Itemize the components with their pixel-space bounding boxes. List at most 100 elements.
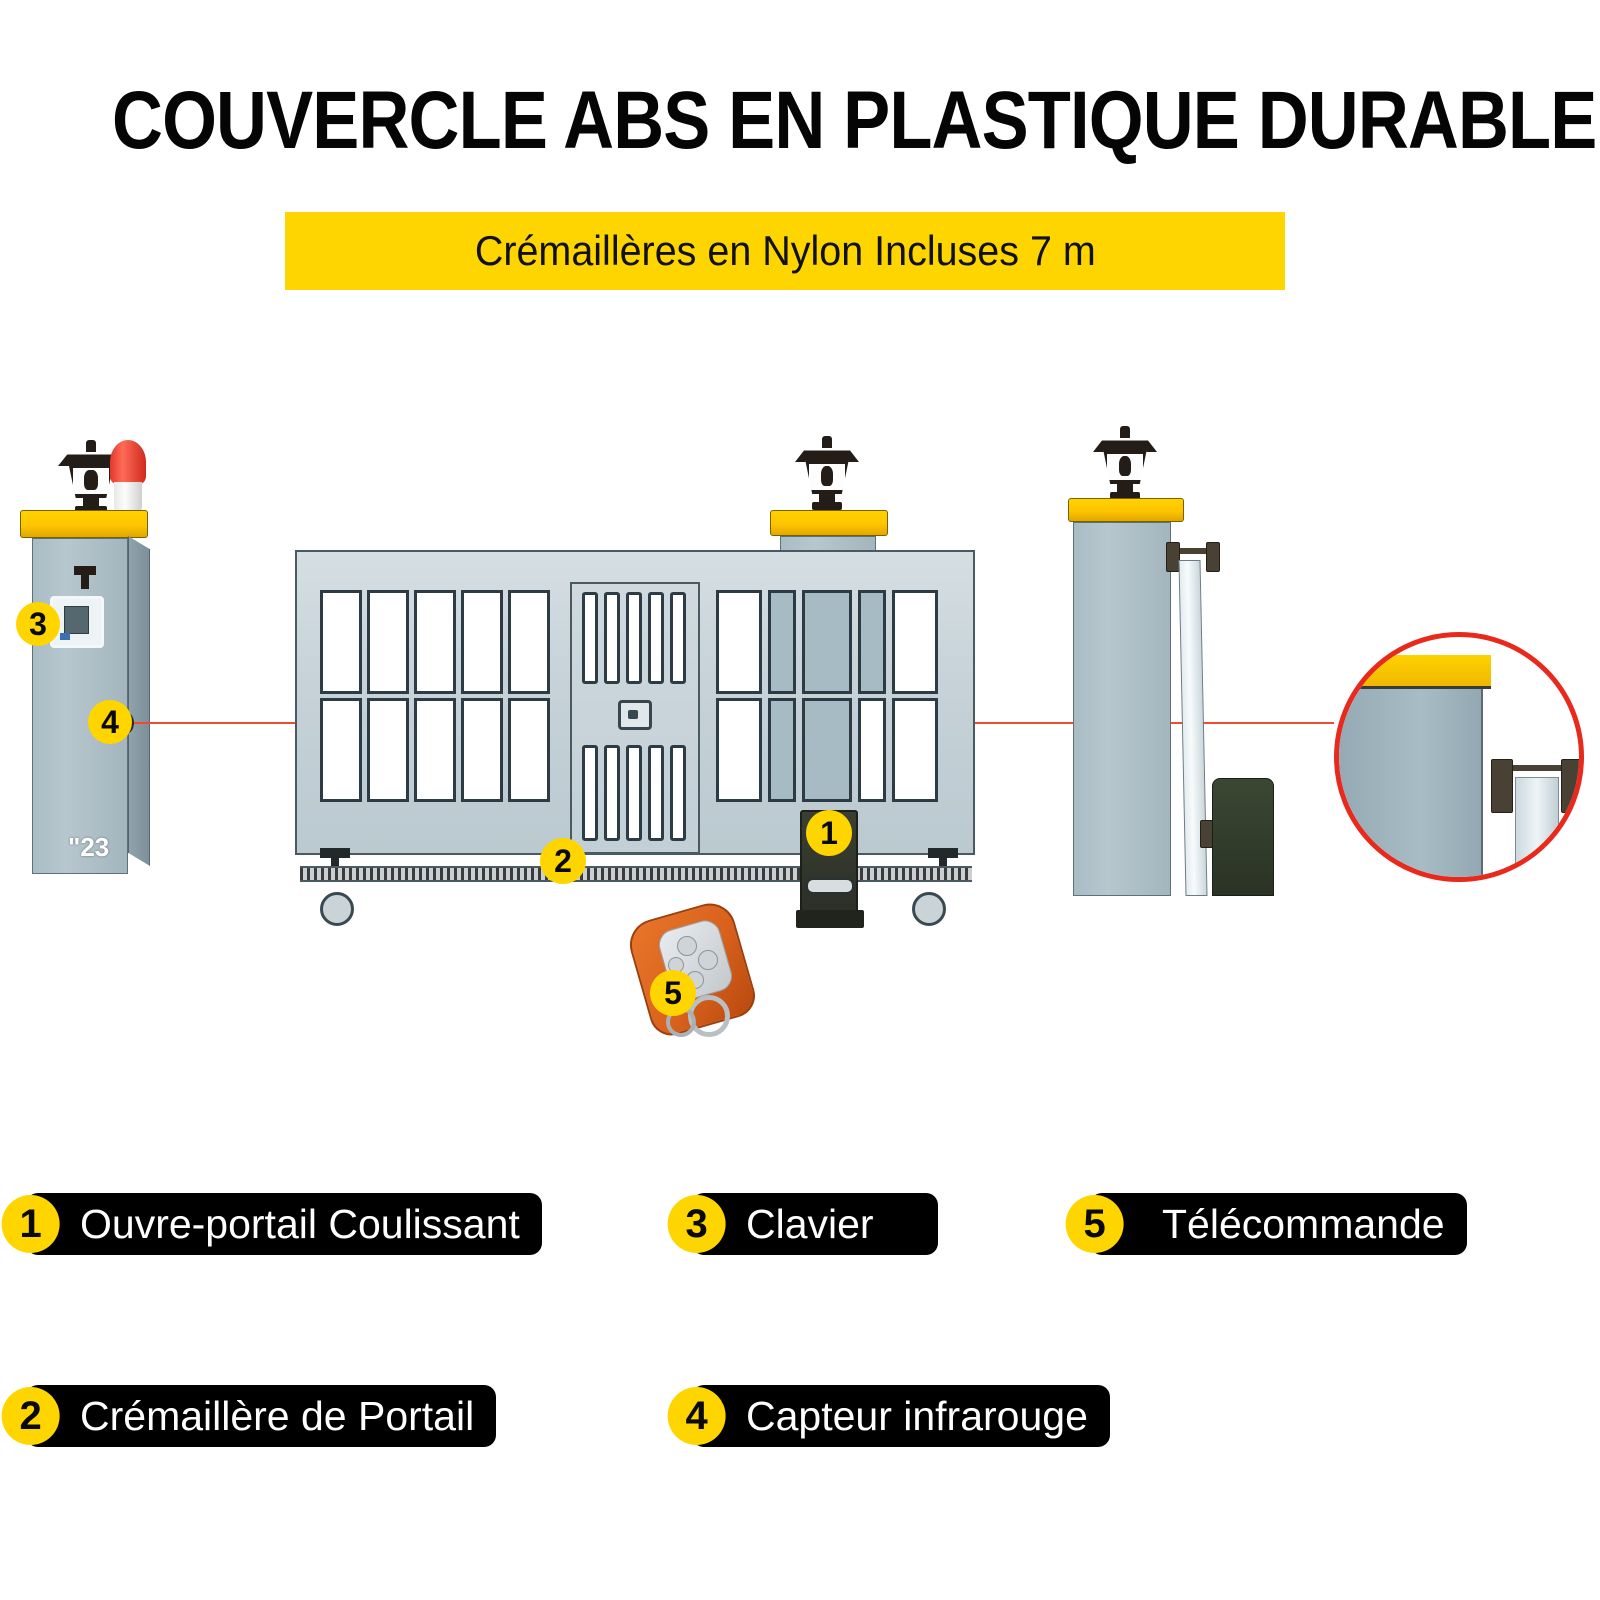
callout-badge-1-number: 1 — [820, 814, 838, 851]
rail-bracket-bar — [1170, 548, 1218, 554]
legend-badge-5: 5 — [1065, 1195, 1124, 1253]
gate-window — [858, 698, 886, 802]
remote-button[interactable] — [676, 935, 697, 956]
page-title: COUVERCLE ABS EN PLASTIQUE DURABLE — [112, 75, 1597, 166]
detail-rail — [1515, 777, 1559, 877]
gate-window — [802, 698, 852, 802]
gate-window — [508, 590, 550, 694]
gate-lock — [618, 700, 652, 730]
gate-window — [367, 698, 409, 802]
legend-item-4: 4 Capteur infrarouge — [667, 1385, 1110, 1447]
pillar-cap-left — [20, 510, 148, 538]
legend-pill-2: 2 Crémaillère de Portail — [1, 1385, 497, 1447]
gate-window — [367, 590, 409, 694]
product-diagram: "23 3 4 — [0, 400, 1600, 1100]
subtitle-banner: Crémaillères en Nylon Incluses 7 m — [285, 212, 1285, 290]
legend-label-3: Clavier — [746, 1200, 874, 1247]
gate-slat — [648, 592, 664, 684]
legend-badge-2-number: 2 — [19, 1393, 42, 1438]
gate-window — [414, 590, 456, 694]
gate-wheel — [320, 892, 354, 926]
legend-badge-1-number: 1 — [19, 1201, 42, 1246]
legend-badge-4: 4 — [667, 1387, 726, 1445]
callout-badge-5: 5 — [650, 970, 696, 1016]
gate-pillar-lamp-icon — [795, 432, 859, 514]
legend-label-5: Télécommande — [1162, 1200, 1445, 1247]
detail-cap — [1345, 655, 1491, 689]
gate-window — [508, 698, 550, 802]
gate-window — [892, 698, 938, 802]
pillar-side-left — [128, 536, 150, 866]
legend-badge-2: 2 — [1, 1387, 60, 1445]
gate-slat — [626, 592, 642, 684]
alarm-beacon-icon — [110, 440, 146, 516]
cap-detail-zoom — [1334, 632, 1584, 882]
detail-bracket — [1491, 759, 1513, 813]
legend-pill-3: 3 Clavier — [667, 1193, 938, 1255]
gate-window — [716, 590, 762, 694]
callout-badge-1: 1 — [806, 810, 852, 856]
rail-bracket — [1206, 542, 1220, 572]
gate-window — [461, 590, 503, 694]
gate-window — [768, 698, 796, 802]
gate-slat — [604, 745, 620, 841]
legend-badge-3-number: 3 — [685, 1201, 708, 1246]
callout-badge-2: 2 — [540, 838, 586, 884]
rack-bracket — [928, 848, 958, 867]
gate-rack — [300, 866, 972, 882]
rail-pillar-lamp-icon — [1093, 422, 1157, 504]
legend-label-4: Capteur infrarouge — [746, 1392, 1088, 1439]
gate-slat — [670, 745, 686, 841]
rail-bracket — [1166, 542, 1180, 572]
legend-label-1: Ouvre-portail Coulissant — [80, 1200, 520, 1247]
gate-slat — [582, 592, 598, 684]
gate-slat — [670, 592, 686, 684]
legend-item-5: 5 Télécommande — [1065, 1193, 1467, 1255]
legend-label-2: Crémaillère de Portail — [80, 1392, 475, 1439]
legend-badge-5-number: 5 — [1083, 1201, 1106, 1246]
pillar-fitting-icon — [74, 566, 96, 575]
callout-badge-5-number: 5 — [664, 974, 682, 1011]
remote-control — [623, 897, 761, 1041]
pillar-cap-center — [770, 510, 888, 536]
gate-slat — [582, 745, 598, 841]
gate-slat — [626, 745, 642, 841]
gate-slat — [648, 745, 664, 841]
callout-badge-3: 3 — [16, 602, 60, 646]
pillar-fitting-stem — [81, 575, 89, 589]
gate-wheel — [912, 892, 946, 926]
pillar-cap-right — [1068, 498, 1184, 522]
gate-window — [716, 698, 762, 802]
dimension-label: "23 — [68, 832, 110, 862]
detail-wall — [1339, 689, 1483, 877]
gate-window — [858, 590, 886, 694]
gate-window — [414, 698, 456, 802]
gate-window — [768, 590, 796, 694]
gate-window — [320, 698, 362, 802]
motor-plate — [806, 878, 854, 894]
subtitle-banner-text: Crémaillères en Nylon Incluses 7 m — [474, 227, 1096, 274]
legend-badge-4-number: 4 — [685, 1393, 708, 1438]
callout-badge-3-number: 3 — [29, 605, 47, 642]
gate-window — [320, 590, 362, 694]
motor-base — [796, 910, 864, 928]
legend-pill-4: 4 Capteur infrarouge — [667, 1385, 1110, 1447]
rail-motor-box — [1212, 778, 1274, 896]
detail-bracket-bar — [1499, 765, 1573, 771]
callout-badge-2-number: 2 — [554, 842, 572, 879]
pillar-body-right — [1073, 522, 1171, 896]
gate-window — [461, 698, 503, 802]
callout-badge-4-number: 4 — [101, 703, 119, 740]
gate-window — [892, 590, 938, 694]
legend-pill-1: 1 Ouvre-portail Coulissant — [1, 1193, 542, 1255]
gate-slat — [604, 592, 620, 684]
legend-item-3: 3 Clavier — [667, 1193, 938, 1255]
rack-bracket — [320, 848, 350, 867]
legend-item-2: 2 Crémaillère de Portail — [1, 1385, 497, 1447]
gate-window — [802, 590, 852, 694]
legend-badge-3: 3 — [667, 1195, 726, 1253]
legend-item-1: 1 Ouvre-portail Coulissant — [1, 1193, 542, 1255]
callout-badge-4: 4 — [88, 700, 132, 744]
remote-button[interactable] — [698, 950, 719, 971]
